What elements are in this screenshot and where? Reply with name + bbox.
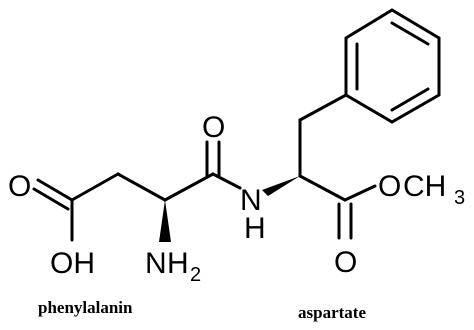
asp-stereo-wedge [159,200,171,242]
atom-amide-n: N [240,184,262,217]
atom-oh: OH [50,247,95,280]
caption-aspartate: aspartate [298,303,366,322]
alpha-to-ch2-bond [116,172,167,202]
caption-phenylalanin: phenylalanin [38,298,133,317]
alpha-to-ester-c-bond [298,174,347,202]
nh-to-amide-c-bond [211,172,242,190]
atom-o-amide: O [202,111,225,144]
atom-amine-n: N [145,247,167,280]
acid-carbonyl-bond-a [36,178,74,202]
benzene-ring [344,8,441,124]
atom-amine-h: H [167,247,189,280]
amide-c-to-alpha-bond [163,172,215,202]
atom-methyl-subscript: 3 [454,187,465,209]
atom-methyl-c: CH [403,170,446,203]
atom-amine-h-subscript: 2 [190,264,201,286]
atom-ester-o: O [378,170,401,203]
atom-amide-h: H [244,212,266,245]
atom-o-acid-carbonyl: O [8,170,31,203]
benzene-inner-bond-1 [390,21,430,46]
ring-to-ch2-bond [298,93,348,122]
phe-stereo-wedge [262,176,300,196]
benzene-inner-bond-2 [390,87,430,112]
ester-c-to-o-bond [343,184,377,202]
ch2-to-acid-c-bond [70,172,120,202]
acid-carbonyl-bond-b [32,187,70,211]
atom-o-ester-carbonyl: O [334,246,357,279]
